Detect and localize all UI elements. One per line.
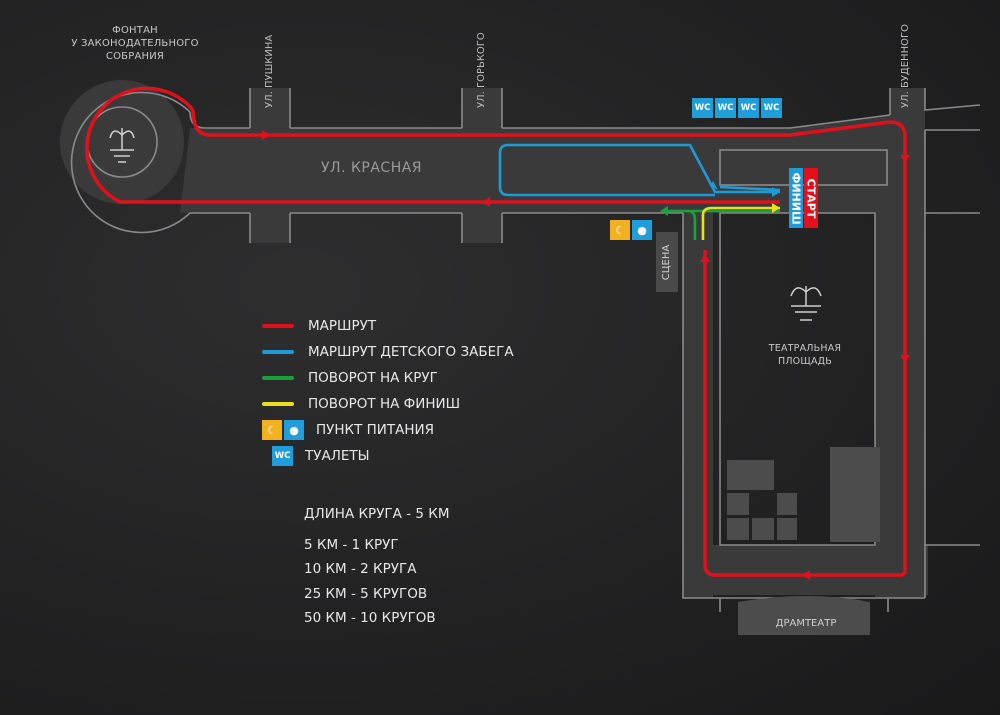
lap-turn-line bbox=[668, 209, 780, 240]
main-route bbox=[85, 86, 907, 577]
edge-theatre bbox=[719, 598, 889, 612]
banana-icon: ☾ bbox=[610, 220, 630, 240]
legend-label: ПОВОРОТ НА ФИНИШ bbox=[308, 396, 461, 412]
wc-group: WC WC WC WC bbox=[692, 98, 782, 118]
arrow bbox=[900, 155, 910, 163]
arrow bbox=[700, 254, 710, 262]
drama-theatre-label: ДРАМТЕАТР bbox=[775, 617, 837, 629]
building-7 bbox=[830, 447, 880, 542]
building-4 bbox=[752, 518, 774, 540]
lap-length: ДЛИНА КРУГА - 5 КМ bbox=[304, 506, 450, 522]
road-east bbox=[875, 118, 925, 598]
legend: МАРШРУТ МАРШРУТ ДЕТСКОГО ЗАБЕГА ПОВОРОТ … bbox=[262, 313, 514, 469]
legend-item-lap-turn: ПОВОРОТ НА КРУГ bbox=[262, 365, 514, 391]
edge-square bbox=[719, 212, 876, 546]
legend-item-food: ☾ ● ПУНКТ ПИТАНИЯ bbox=[262, 417, 514, 443]
arrow bbox=[710, 181, 718, 190]
buildings bbox=[727, 447, 880, 635]
edge-south-2 bbox=[249, 213, 503, 243]
edge-north-2 bbox=[249, 88, 981, 128]
arrow bbox=[772, 187, 780, 197]
building-6 bbox=[777, 518, 797, 540]
kids-route-line bbox=[498, 143, 781, 197]
finish-turn-line bbox=[701, 206, 780, 240]
street-krasnaya-label: УЛ. КРАСНАЯ bbox=[321, 160, 423, 176]
stage-label: СЦЕНА bbox=[656, 232, 678, 292]
edge-loop bbox=[70, 91, 191, 234]
route-arrows bbox=[262, 130, 910, 580]
fountain-square-icon bbox=[790, 286, 822, 321]
block-north bbox=[719, 149, 888, 186]
roads bbox=[60, 80, 928, 598]
road-pushkina bbox=[250, 88, 290, 243]
water-drop-icon: ● bbox=[284, 420, 304, 440]
building-5 bbox=[777, 493, 797, 515]
banana-icon: ☾ bbox=[262, 420, 282, 440]
edge-north bbox=[189, 111, 891, 129]
fountain-assembly-label: ФОНТАН У ЗАКОНОДАТЕЛЬНОГО СОБРАНИЯ bbox=[71, 25, 199, 62]
route-outbound bbox=[191, 109, 907, 577]
legend-label: ПУНКТ ПИТАНИЯ bbox=[316, 422, 435, 438]
water-drop-icon: ● bbox=[632, 220, 652, 240]
green-arrow bbox=[660, 206, 668, 216]
road-gorkogo bbox=[462, 88, 502, 243]
route-return bbox=[85, 86, 780, 204]
arrow bbox=[900, 355, 910, 363]
distance-line: 25 КМ - 5 КРУГОВ bbox=[304, 585, 428, 602]
road-south bbox=[683, 545, 928, 595]
swatch-kids-route bbox=[262, 350, 294, 354]
distance-line: 10 КМ - 2 КРУГА bbox=[304, 561, 417, 577]
street-gorkogo-label: УЛ. ГОРЬКОГО bbox=[476, 32, 487, 108]
wc-icon: WC bbox=[272, 446, 293, 466]
wc-icon: WC bbox=[715, 98, 736, 118]
legend-label: МАРШРУТ bbox=[308, 318, 377, 334]
wc-icon: WC bbox=[738, 98, 759, 118]
theatre-square-label: ТЕАТРАЛЬНАЯ ПЛОЩАДЬ bbox=[768, 343, 842, 367]
kids-arrows bbox=[710, 181, 780, 197]
wc-icon: WC bbox=[692, 98, 713, 118]
finish-sign: ФИНИШ bbox=[789, 168, 803, 228]
arrow bbox=[482, 197, 490, 207]
legend-item-kids-route: МАРШРУТ ДЕТСКОГО ЗАБЕГА bbox=[262, 339, 514, 365]
distance-line: 5 КМ - 1 КРУГ bbox=[304, 536, 399, 553]
arrow bbox=[262, 130, 270, 140]
distance-line: 50 КМ - 10 КРУГОВ bbox=[304, 610, 436, 626]
legend-item-route: МАРШРУТ bbox=[262, 313, 514, 339]
wc-icon: WC bbox=[761, 98, 782, 118]
building-2 bbox=[727, 493, 749, 515]
road-west bbox=[683, 210, 713, 598]
legend-label: ПОВОРОТ НА КРУГ bbox=[308, 370, 438, 386]
distance-info: ДЛИНА КРУГА - 5 КМ 5 КМ - 1 КРУГ 10 КМ -… bbox=[304, 502, 449, 631]
fountain-icon bbox=[109, 128, 135, 163]
food-point: ☾ ● bbox=[610, 220, 652, 240]
building-1 bbox=[727, 460, 774, 490]
start-sign: СТАРТ bbox=[804, 168, 818, 228]
legend-item-finish-turn: ПОВОРОТ НА ФИНИШ bbox=[262, 391, 514, 417]
building-3 bbox=[727, 518, 749, 540]
swatch-lap-turn bbox=[262, 376, 294, 380]
legend-label: ТУАЛЕТЫ bbox=[305, 448, 370, 464]
swatch-finish-turn bbox=[262, 402, 294, 406]
edge-west bbox=[682, 213, 925, 599]
street-budennogo-label: УЛ. БУДЕННОГО bbox=[900, 24, 911, 108]
legend-label: МАРШРУТ ДЕТСКОГО ЗАБЕГА bbox=[308, 344, 514, 360]
yellow-arrow bbox=[772, 203, 780, 213]
finish-text: ФИНИШ bbox=[789, 171, 803, 225]
street-pushkina-label: УЛ. ПУШКИНА bbox=[264, 34, 275, 108]
edge-east bbox=[924, 129, 980, 598]
drama-theatre-shape bbox=[738, 596, 870, 635]
stage-text: СЦЕНА bbox=[661, 244, 673, 280]
start-text: СТАРТ bbox=[804, 178, 818, 218]
legend-food-icons: ☾ ● bbox=[262, 420, 304, 440]
arrow bbox=[802, 570, 810, 580]
swatch-route bbox=[262, 324, 294, 328]
legend-item-wc: WC ТУАЛЕТЫ bbox=[262, 443, 514, 469]
